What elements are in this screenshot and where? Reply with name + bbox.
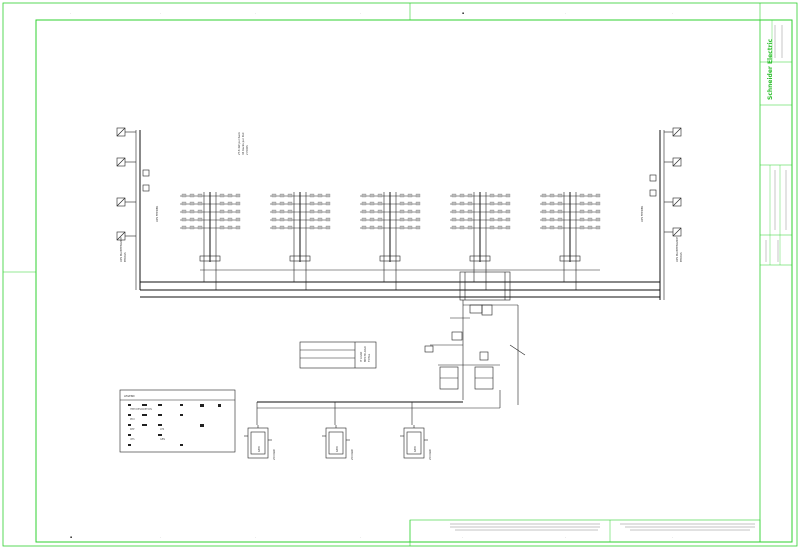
svg-text:·: · [360, 535, 361, 539]
generator-unit: GEN 2000kW [244, 425, 276, 460]
svg-text:PDU: PDU [130, 418, 135, 421]
svg-text:MECH LOAD: MECH LOAD [363, 346, 367, 362]
svg-text:▪: ▪ [70, 535, 72, 539]
pdu-group [360, 192, 421, 290]
pdu-group [180, 192, 241, 290]
pdu-groups [180, 192, 601, 290]
generator-bus [256, 390, 501, 425]
generator-rating: 2000kW [428, 449, 432, 460]
svg-text:·: · [462, 535, 463, 539]
svg-text:·: · [160, 11, 161, 15]
ups-switchgear [424, 300, 526, 405]
generator-rating: 2000kW [350, 449, 354, 460]
pdu-group [450, 192, 511, 290]
legend: LEGEND ITEM DESCRIPTION PDU RPP UPS ATS … [119, 389, 236, 453]
svg-text:UPS FEEDER: UPS FEEDER [155, 206, 159, 222]
svg-text:·: · [565, 11, 566, 15]
svg-text:·: · [672, 535, 673, 539]
svg-text:UPS FEEDER: UPS FEEDER [640, 206, 644, 222]
svg-text:·: · [70, 11, 71, 15]
svg-text:·: · [565, 535, 566, 539]
svg-text:▪: ▪ [462, 11, 464, 15]
generator-unit: GEN 2000kW [400, 425, 432, 460]
revision-strip [409, 519, 761, 543]
svg-text:UPS MAINTENANCE: UPS MAINTENANCE [119, 237, 123, 262]
load-summary-box: IT LOAD MECH LOAD TOTAL [299, 341, 377, 369]
svg-text:·: · [672, 11, 673, 15]
svg-text:GEN: GEN [160, 438, 165, 441]
generator-unit: GEN 2000kW [322, 425, 354, 460]
svg-text:LEGEND: LEGEND [124, 394, 135, 398]
svg-text:·: · [255, 11, 256, 15]
svg-text:UPS: UPS [130, 438, 135, 441]
generator-rating: 2000kW [272, 449, 276, 460]
svg-text:2T-6 4W per Rack: 2T-6 4W per Rack [237, 132, 241, 155]
generator-label: GEN [257, 446, 261, 452]
svg-text:Schneider Electric: Schneider Electric [767, 38, 774, 100]
svg-text:RPP: RPP [130, 428, 135, 431]
pdu-group [540, 192, 601, 290]
svg-text:43 Racks per Pod: 43 Racks per Pod [241, 132, 245, 155]
design-notes: 2T-6 4W per Rack 43 Racks per Pod 2 PODS [237, 132, 249, 155]
svg-text:UPS MAINTENANCE: UPS MAINTENANCE [675, 237, 679, 262]
svg-text:ITEM DESCRIPTION: ITEM DESCRIPTION [130, 408, 152, 411]
svg-text:BYPASS: BYPASS [123, 252, 127, 262]
left-riser: UPS MAINTENANCE BYPASS UPS FEEDER [116, 127, 159, 290]
svg-text:·: · [255, 535, 256, 539]
svg-text:TOTAL: TOTAL [367, 353, 371, 362]
generator-label: GEN [413, 446, 417, 452]
brand-logo: Schneider Electric [767, 38, 774, 100]
right-riser: UPS MAINTENANCE BYPASS UPS FEEDER [640, 127, 683, 300]
svg-text:2 PODS: 2 PODS [245, 145, 249, 155]
generator-label: GEN [335, 446, 339, 452]
svg-text:ATS: ATS [160, 428, 165, 431]
svg-text:·: · [360, 11, 361, 15]
generators: GEN 2000kW GEN 2000kW GEN 2000kW [244, 425, 432, 460]
svg-text:IT LOAD: IT LOAD [359, 352, 363, 362]
main-bus [140, 269, 660, 301]
title-block: Schneider Electric [759, 19, 793, 543]
svg-text:·: · [160, 535, 161, 539]
svg-text:BYPASS: BYPASS [679, 252, 683, 262]
pdu-group [270, 192, 331, 290]
